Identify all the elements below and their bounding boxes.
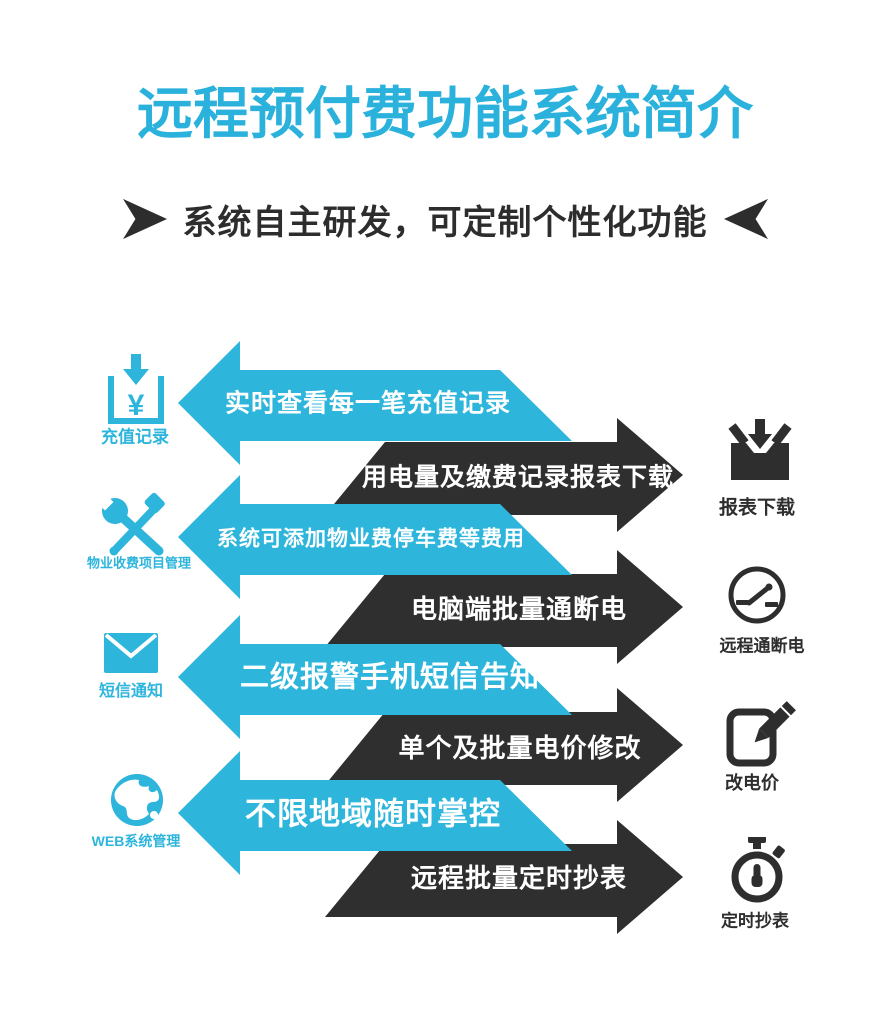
left-icon-label-2: 物业收费项目管理 xyxy=(86,555,192,571)
arrow-label-2: 用电量及缴费记录报表下载 xyxy=(361,463,675,492)
arrow-row-4-dark xyxy=(325,550,683,664)
yen-symbol: ¥ xyxy=(128,389,145,422)
arrow-row-5-cyan xyxy=(178,615,572,739)
arrow-label-6: 单个及批量电价修改 xyxy=(398,733,642,763)
tools-icon xyxy=(96,492,165,556)
arrow-label-1: 实时查看每一笔充值记录 xyxy=(224,389,512,418)
arrow-row-2-dark xyxy=(325,418,683,532)
page-title: 远程预付费功能系统简介 xyxy=(137,82,753,145)
globe-icon xyxy=(111,774,163,826)
left-icon-label-3: 短信通知 xyxy=(98,683,164,700)
recharge-download-icon: ¥ xyxy=(108,354,164,424)
arrow-label-7: 不限地域随时掌控 xyxy=(245,796,501,832)
right-pointing-triangle-icon xyxy=(122,198,167,240)
left-pointing-triangle-icon xyxy=(723,198,768,240)
arrow-label-5: 二级报警手机短信告知 xyxy=(239,661,541,694)
arrow-label-8: 远程批量定时抄表 xyxy=(410,863,628,893)
arrow-row-3-cyan xyxy=(178,475,572,599)
right-icon-label-2: 远程通断电 xyxy=(719,636,805,656)
arrow-label-4: 电脑端批量通断电 xyxy=(410,594,628,624)
arrow-label-3: 系统可添加物业费停车费等费用 xyxy=(217,527,525,551)
subtitle-row: 系统自主研发，可定制个性化功能 xyxy=(0,194,890,244)
power-switch-icon xyxy=(728,566,786,624)
sms-envelope-icon xyxy=(104,633,158,673)
left-icon-label-4: WEB系统管理 xyxy=(91,833,181,849)
right-icon-label-3: 改电价 xyxy=(725,773,779,793)
stopwatch-icon xyxy=(731,837,785,903)
arrow-row-7-cyan xyxy=(178,751,572,875)
arrow-row-1-cyan xyxy=(178,341,572,465)
right-icon-label-4: 定时抄表 xyxy=(721,911,789,931)
left-icon-label-1: 充值记录 xyxy=(101,427,169,447)
edit-price-icon xyxy=(726,701,796,767)
report-download-icon xyxy=(728,419,792,480)
arrow-row-6-dark xyxy=(325,688,683,802)
right-icon-label-1: 报表下载 xyxy=(718,497,796,519)
subtitle-text: 系统自主研发，可定制个性化功能 xyxy=(182,203,708,242)
